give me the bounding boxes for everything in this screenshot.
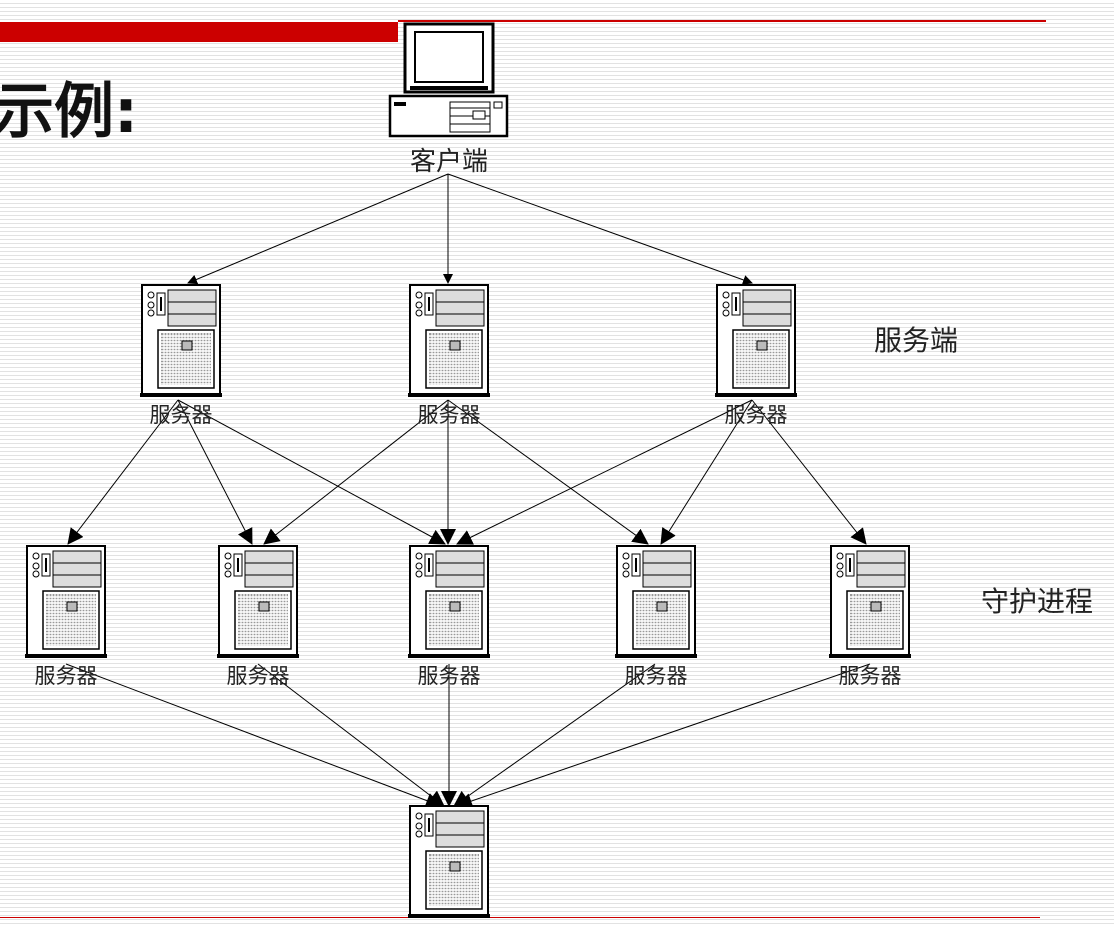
tower-server-icon (216, 545, 300, 659)
server-label: 服务器 (418, 403, 481, 427)
daemon-to-bottom-edges (65, 663, 871, 809)
edge (447, 399, 649, 545)
daemon-node: 服务器 (24, 545, 108, 688)
daemon-node: 服务器 (614, 545, 698, 688)
tower-server-icon (828, 545, 912, 659)
daemon-tier-label: 守护进程 (981, 585, 1093, 618)
edge (177, 399, 253, 545)
bottom-server-node (407, 805, 491, 919)
tower-server-icon (139, 284, 223, 398)
edge (456, 663, 871, 809)
tower-server-icon (614, 545, 698, 659)
edge (187, 173, 449, 285)
edge (257, 663, 445, 807)
edge (751, 399, 867, 545)
tower-server-icon (407, 805, 491, 919)
daemon-tier: 服务器 服务器 服务器 服务器 服务器 守护进程 (24, 545, 1093, 688)
server-node: 服务器 (139, 284, 223, 427)
edge (67, 399, 179, 545)
server-node: 服务器 (407, 284, 491, 427)
desktop-computer-icon (388, 22, 509, 138)
daemon-node: 服务器 (407, 545, 491, 688)
edge (263, 399, 449, 545)
edge (65, 663, 442, 809)
edge (447, 173, 753, 285)
server-to-daemon-edges (67, 399, 867, 545)
tower-server-icon (714, 284, 798, 398)
server-tier: 服务器 服务器 服务器 服务端 (139, 284, 958, 427)
client-label: 客户端 (410, 147, 488, 177)
server-label: 服务器 (725, 403, 788, 427)
server-label: 服务器 (418, 664, 481, 688)
tower-server-icon (407, 284, 491, 398)
server-label: 服务器 (625, 664, 688, 688)
server-tier-label: 服务端 (874, 324, 958, 357)
server-label: 服务器 (839, 664, 902, 688)
slide-title: 示例: (0, 77, 138, 147)
edge (660, 399, 753, 545)
edge (177, 399, 446, 545)
top-rule (398, 20, 1046, 22)
client-node: 客户端 (388, 22, 509, 177)
server-node: 服务器 (714, 284, 798, 427)
edge (456, 399, 753, 545)
title-accent-bar (0, 22, 398, 42)
server-label: 服务器 (227, 664, 290, 688)
tower-server-icon (24, 545, 108, 659)
edge (453, 663, 656, 807)
server-label: 服务器 (35, 664, 98, 688)
bottom-rule (0, 917, 1040, 918)
client-to-server-edges (187, 173, 753, 285)
daemon-node: 服务器 (216, 545, 300, 688)
tower-server-icon (407, 545, 491, 659)
server-label: 服务器 (150, 403, 213, 427)
daemon-node: 服务器 (828, 545, 912, 688)
